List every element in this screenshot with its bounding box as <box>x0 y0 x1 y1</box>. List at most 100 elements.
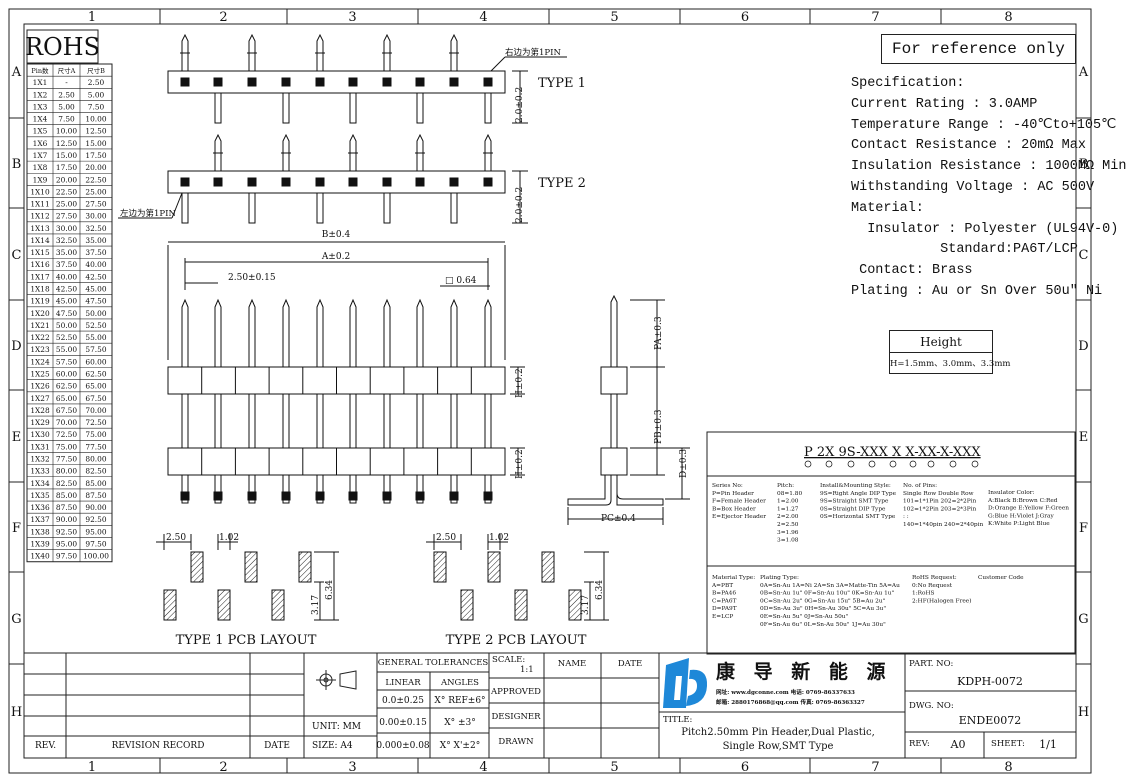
rohs-cell: 62.50 <box>56 382 77 391</box>
sheet-label: SHEET: <box>991 739 1025 749</box>
code-plating: Plating Type: <box>760 575 799 581</box>
pin-square <box>449 77 459 87</box>
pin-front-lower <box>416 474 424 504</box>
pcb-dim-text: 6.34 <box>325 580 335 600</box>
pcb-pad <box>460 589 474 621</box>
code-series: F=Female Header <box>712 499 766 505</box>
rohs-cell: 85.00 <box>56 491 77 500</box>
size-label: SIZE: A4 <box>312 741 353 751</box>
approved-label: APPROVED <box>490 687 541 697</box>
rohs-cell: 25.00 <box>85 187 106 196</box>
pin-square <box>180 77 190 87</box>
pcb-pad <box>190 551 204 583</box>
code-plating: 0F=Sn-Au 6u" 0L=Sn-Au 50u" 1J=Au 30u" <box>760 622 886 628</box>
pin-tail <box>449 33 459 71</box>
spec-line: Plating : Au or Sn Over 50u" Ni <box>851 283 1103 299</box>
rohs-cell: 82.50 <box>85 467 106 476</box>
side-pin-top <box>610 294 618 368</box>
pin-tip <box>382 491 392 501</box>
outer-border <box>8 8 1092 774</box>
code-material: B=PA46 <box>712 591 736 597</box>
rohs-grid <box>26 63 113 563</box>
dim-text: H±0.2 <box>515 449 525 479</box>
pin-front-mid <box>416 393 424 449</box>
rohs-cell: 32.50 <box>56 236 77 245</box>
linear-header: LINEAR <box>385 678 421 688</box>
rohs-cell: 17.50 <box>56 163 77 172</box>
angle-tol-3: X° X'±2° <box>440 741 480 751</box>
height-box: Height H=1.5mm、3.0mm、3.3mm <box>889 330 1011 374</box>
pin-square <box>348 177 358 187</box>
rohs-cell: 1X21 <box>30 321 49 330</box>
pin-front-lower <box>181 474 189 504</box>
pin-square <box>213 177 223 187</box>
side-housing-lower <box>600 447 628 476</box>
rohs-cell: 35.00 <box>85 236 106 245</box>
rohs-cell: 1X12 <box>30 212 49 221</box>
rohs-cell: 50.00 <box>85 309 106 318</box>
height-value: H=1.5mm、3.0mm、3.3mm <box>890 359 1011 369</box>
code-pins: Single Row Double Row <box>903 491 974 497</box>
rohs-cell: 75.00 <box>56 442 77 451</box>
rohs-cell: 67.50 <box>85 394 106 403</box>
code-pins: : : <box>903 514 909 520</box>
code-plating: 0D=Sn-Au 3u" 0H=Sn-Au 30u" 5C=Au 3u" <box>760 606 886 612</box>
code-pitch: 1=1.27 <box>777 506 799 512</box>
ordering-code: P 2X 9S-XXX X X-XX-X-XXX <box>804 445 981 460</box>
code-color: G:Blue H:Violet J:Gray <box>988 513 1054 519</box>
angles-header: ANGLES <box>440 678 479 688</box>
rohs-cell: 1X11 <box>30 200 49 209</box>
pcb-dim-text: 3.17 <box>581 595 591 615</box>
pin-tip <box>281 491 291 501</box>
code-series: E=Ejector Header <box>712 514 766 520</box>
rohs-cell: 45.00 <box>85 285 106 294</box>
code-pins: No. of Pins: <box>903 483 937 489</box>
code-color: A:Black B:Brown C:Red <box>987 498 1058 504</box>
rohs-header: 尺寸B <box>87 66 105 75</box>
rohs-cell: 67.50 <box>56 406 77 415</box>
dim-text: PB±0.3 <box>654 409 664 444</box>
rohs-cell: 1X13 <box>30 224 50 233</box>
part-number: KDPH-0072 <box>957 675 1023 688</box>
spec-line: Insulation Resistance : 1000MΩ Min <box>851 159 1126 175</box>
rohs-cell: 95.00 <box>85 527 106 536</box>
pin-square <box>247 77 257 87</box>
pin-front-lower <box>214 474 222 504</box>
scale-label: SCALE: <box>492 655 525 665</box>
pin-square <box>382 77 392 87</box>
pcb-pad <box>514 589 528 621</box>
rohs-cell: 40.00 <box>85 260 106 269</box>
row-label: C <box>1079 248 1089 263</box>
drawing-title-1: Pitch2.50mm Pin Header,Dual Plastic, <box>681 727 875 738</box>
pin-square <box>281 77 291 87</box>
rohs-cell: 7.50 <box>58 115 75 124</box>
row-label: H <box>11 705 22 720</box>
sheet-value: 1/1 <box>1039 738 1057 751</box>
code-install: 0S=Horizontal SMT Type <box>820 514 896 520</box>
dwg-no-label: DWG. NO: <box>909 701 954 711</box>
rohs-cell: 57.50 <box>85 345 106 354</box>
spec-line: Material: <box>851 200 924 216</box>
row-label: C <box>12 248 22 263</box>
rohs-cell: 70.00 <box>56 418 77 427</box>
row-label: G <box>1078 612 1088 627</box>
pin-front-lower <box>450 474 458 504</box>
code-marker <box>847 460 855 468</box>
code-plating: 0B=Sn-Au 1u" 0F=Sn-Au 10u" 0K=Sn-Au 1u" <box>760 591 894 597</box>
pin-tail <box>248 193 256 224</box>
code-customer: Customer Code <box>978 575 1024 581</box>
column-label: 8 <box>1004 10 1012 25</box>
rohs-cell: 1X17 <box>30 272 50 281</box>
pin-front-mid <box>316 393 324 449</box>
pin-front-lower <box>349 474 357 504</box>
rohs-header: Pin数 <box>31 66 49 75</box>
pin-square <box>449 177 459 187</box>
pcb-dim-text: 1.02 <box>489 533 509 543</box>
title-label: TITLE: <box>663 715 692 725</box>
rohs-cell: 77.50 <box>85 442 106 451</box>
code-material: Material Type: <box>712 575 755 581</box>
rohs-cell: 1X40 <box>30 552 50 561</box>
company-name: 康 导 新 能 源 <box>716 660 891 683</box>
revision-value: A0 <box>950 738 966 751</box>
